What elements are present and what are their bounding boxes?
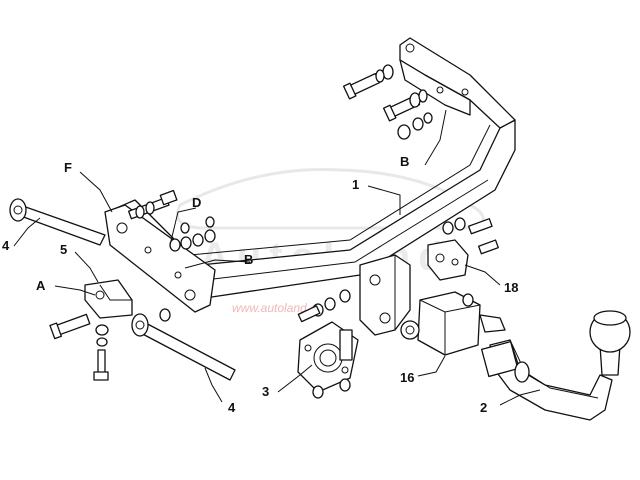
socket-module [400,291,506,356]
label-lower-strap: 4 [228,400,236,415]
label-socket-plate: 3 [262,384,269,399]
label-spacer: 5 [60,242,67,257]
upper-mounting-plate [399,37,516,129]
label-upper-strap: 4 [2,238,10,253]
label-ball-mount: 2 [480,400,487,415]
watermark-car-icon [176,167,485,230]
label-main-beam: 1 [352,177,359,192]
label-side-bracket: 18 [504,280,518,295]
d-bolts [127,189,216,252]
center-bolts [297,289,351,323]
label-point-f: F [64,160,72,175]
leader-lines [13,109,541,406]
a-bolts [49,313,109,381]
label-socket-module: 16 [400,370,414,385]
label-point-a: A [36,278,46,293]
center-bracket [359,254,411,336]
left-side-plate [104,204,216,313]
label-point-b-lower: B [244,252,253,267]
label-point-b-upper: B [400,154,409,169]
watermark-url: www.autoland.eu [232,301,324,315]
callouts: 1 2 3 4 4 5 16 18 A B B D F [2,154,518,415]
upper-strap [9,198,106,246]
lower-strap [131,308,236,381]
ball-mount [480,310,631,421]
upper-bolts [342,64,433,140]
socket-plate [297,321,359,399]
spacer-bracket [84,279,133,319]
side-bracket [427,217,499,281]
label-point-d: D [192,195,201,210]
